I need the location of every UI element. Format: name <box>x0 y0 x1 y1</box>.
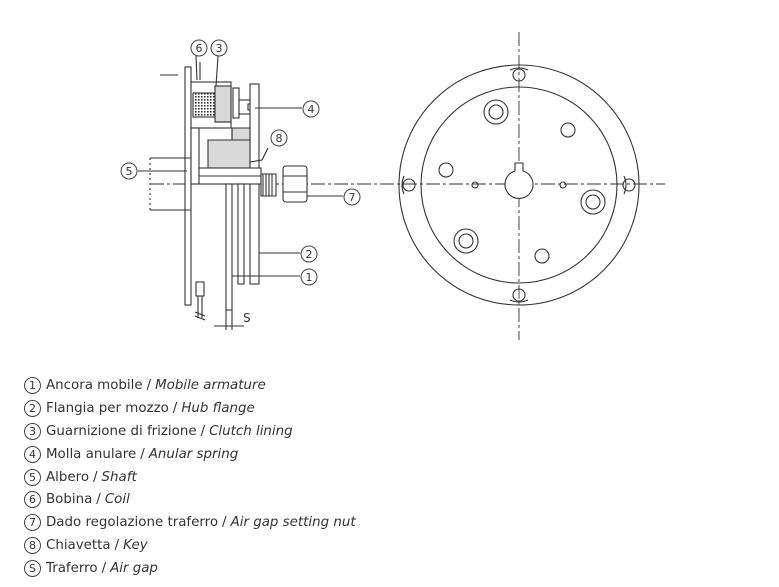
legend-italian-1: Ancora mobile <box>46 377 143 393</box>
legend-separator: / <box>140 446 145 462</box>
legend: 1 Ancora mobile / Mobile armature 2 Flan… <box>24 374 444 580</box>
callout-6: 6 <box>190 39 208 57</box>
clutch-technical-drawing: 6 3 4 8 5 7 2 1 S <box>120 32 665 340</box>
hub-body <box>207 139 251 169</box>
shaft <box>150 157 191 211</box>
callout-7-text: 7 <box>349 191 356 204</box>
coil-winding <box>192 92 216 118</box>
callout-8: 8 <box>270 129 288 147</box>
legend-marker-s: S <box>24 560 41 578</box>
callout-1: 1 <box>300 268 318 286</box>
air-gap-setting-nut <box>282 165 308 203</box>
legend-row-1: 1 Ancora mobile / Mobile armature <box>24 374 444 397</box>
legend-separator: / <box>96 492 101 508</box>
legend-row-3: 3 Guarnizione di frizione / Clutch linin… <box>24 420 444 443</box>
legend-italian-5: Albero <box>46 469 90 485</box>
legend-marker-4: 4 <box>24 445 41 463</box>
legend-english-5: Shaft <box>101 469 137 485</box>
side-section-view <box>138 55 380 330</box>
callout-7: 7 <box>343 188 361 206</box>
legend-separator: / <box>222 515 227 531</box>
front-view <box>380 32 665 340</box>
callout-8-text: 8 <box>276 132 283 145</box>
clutch-lining <box>214 85 232 123</box>
legend-english-1: Mobile armature <box>155 377 266 393</box>
hub-keyway <box>504 162 534 199</box>
legend-english-6: Coil <box>104 492 130 508</box>
callout-1-text: 1 <box>306 271 313 284</box>
callout-4-text: 4 <box>308 103 315 116</box>
legend-row-7: 7 Dado regolazione traferro / Air gap se… <box>24 511 444 534</box>
legend-italian-7: Dado regolazione traferro <box>46 515 219 531</box>
legend-separator: / <box>172 400 178 416</box>
legend-english-8: Key <box>123 538 148 554</box>
legend-separator: / <box>200 423 206 439</box>
legend-marker-3: 3 <box>24 422 41 440</box>
mobile-armature <box>225 183 233 311</box>
air-gap-label: S <box>243 311 251 325</box>
legend-marker-8: 8 <box>24 537 41 555</box>
legend-marker-2: 2 <box>24 399 41 417</box>
legend-row-s: S Traferro / Air gap <box>24 557 444 580</box>
legend-italian-2: Flangia per mozzo <box>46 400 169 416</box>
legend-italian-8: Chiavetta <box>46 538 111 554</box>
legend-english-4: Anular spring <box>148 446 239 462</box>
legend-row-2: 2 Flangia per mozzo / Hub flange <box>24 397 444 420</box>
legend-english-7: Air gap setting nut <box>230 515 356 531</box>
legend-english-3: Clutch lining <box>209 423 293 439</box>
callout-5-text: 5 <box>126 165 133 178</box>
legend-english-2: Hub flange <box>181 400 255 416</box>
callout-2: 2 <box>300 245 318 263</box>
legend-separator: / <box>101 561 107 577</box>
callout-4: 4 <box>302 100 320 118</box>
callout-6-text: 6 <box>196 42 203 55</box>
legend-row-4: 4 Molla anulare / Anular spring <box>24 443 444 466</box>
legend-separator: / <box>114 538 120 554</box>
legend-marker-1: 1 <box>24 376 41 394</box>
legend-marker-5: 5 <box>24 468 41 486</box>
outer-ring <box>398 64 640 306</box>
callout-3: 3 <box>210 39 228 57</box>
callout-3-text: 3 <box>216 42 223 55</box>
legend-marker-7: 7 <box>24 514 41 532</box>
legend-row-5: 5 Albero / Shaft <box>24 466 444 489</box>
legend-separator: / <box>93 469 98 485</box>
legend-row-6: 6 Bobina / Coil <box>24 488 444 511</box>
inner-ring <box>420 86 618 284</box>
legend-separator: / <box>146 377 152 393</box>
callout-5: 5 <box>120 162 138 180</box>
legend-marker-6: 6 <box>24 491 41 509</box>
legend-italian-s: Traferro <box>46 561 98 577</box>
mounting-plate <box>184 66 192 306</box>
callout-2-text: 2 <box>306 248 313 261</box>
legend-italian-6: Bobina <box>46 492 93 508</box>
legend-italian-4: Molla anulare <box>46 446 137 462</box>
legend-english-s: Air gap <box>110 561 158 577</box>
legend-row-8: 8 Chiavetta / Key <box>24 534 444 557</box>
legend-italian-3: Guarnizione di frizione <box>46 423 197 439</box>
